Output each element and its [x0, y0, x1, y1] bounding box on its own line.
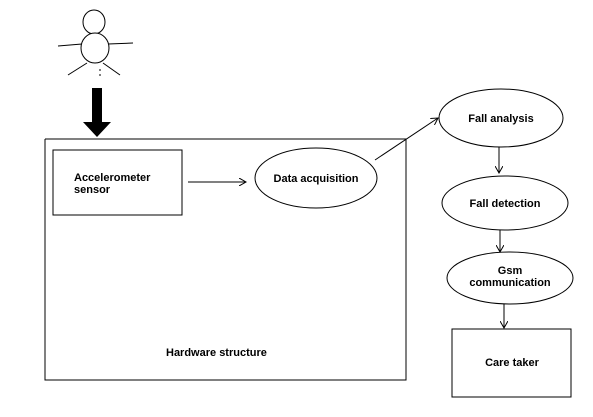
- fall-analysis-node: Fall analysis: [438, 88, 564, 148]
- arrow-acquisition-to-analysis: [374, 118, 438, 161]
- person-icon: [57, 9, 134, 79]
- accelerometer-label-line1: Accelerometer: [74, 172, 151, 184]
- fall-analysis-label: Fall analysis: [468, 113, 533, 125]
- hardware-structure-container: Hardware structure: [44, 138, 407, 381]
- care-taker-node: Care taker: [451, 328, 572, 398]
- fall-detection-label: Fall detection: [470, 198, 541, 210]
- down-arrow-icon: [83, 88, 111, 137]
- gsm-label-line2: communication: [469, 277, 551, 289]
- data-acquisition-label: Data acquisition: [274, 173, 359, 185]
- accelerometer-sensor-node: Accelerometer sensor: [52, 149, 183, 216]
- data-acquisition-node: Data acquisition: [254, 147, 378, 209]
- hardware-structure-label: Hardware structure: [166, 347, 267, 359]
- gsm-communication-node: Gsm communication: [446, 251, 574, 305]
- fall-detection-node: Fall detection: [441, 175, 569, 231]
- accelerometer-label-line2: sensor: [74, 184, 111, 196]
- gsm-label-line1: Gsm: [498, 265, 523, 277]
- care-taker-label: Care taker: [485, 357, 540, 369]
